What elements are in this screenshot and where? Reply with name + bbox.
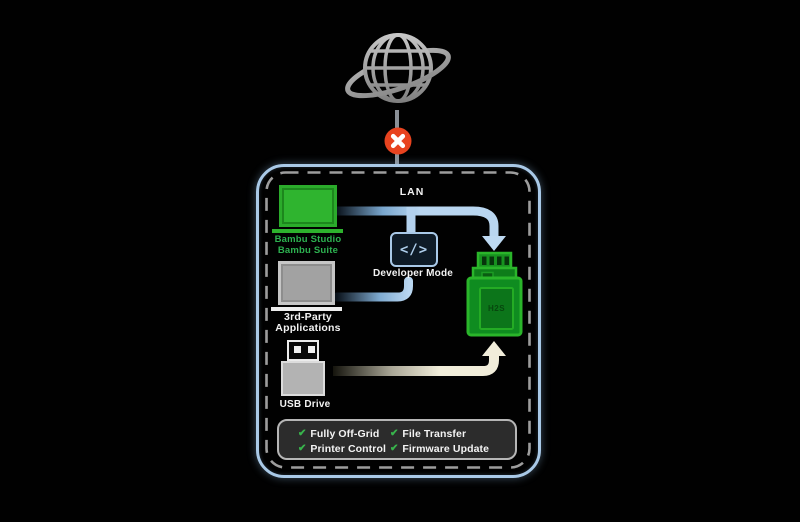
feature-item: ✔ Printer Control <box>298 443 390 455</box>
lan-label: LAN <box>399 186 425 198</box>
developer-mode-label: Developer Mode <box>372 268 454 279</box>
usb-pin-icon <box>308 346 315 353</box>
offline-boundary <box>256 164 541 478</box>
feature-label: File Transfer <box>402 427 467 440</box>
feature-label: Fully Off-Grid <box>310 427 380 440</box>
bambu-label-line2: Bambu Suite <box>277 244 339 256</box>
feature-label: Firmware Update <box>402 442 490 455</box>
usb-pin-icon <box>294 346 301 353</box>
third-party-label-line1: 3rd-Party <box>284 311 332 323</box>
bambu-label-line1: Bambu Studio <box>274 234 342 245</box>
feature-item: ✔ File Transfer <box>390 428 515 440</box>
developer-mode-box: </> <box>390 232 438 267</box>
bambu-monitor-base <box>272 229 343 233</box>
check-icon: ✔ <box>390 443 399 454</box>
third-party-monitor-icon <box>278 261 335 305</box>
printer-icon: H2S <box>466 251 523 337</box>
features-panel: ✔ Fully Off-Grid ✔ File Transfer ✔ Print… <box>277 419 517 460</box>
printer-model-label: H2S <box>488 304 505 313</box>
internet-blocked-icon <box>384 127 412 155</box>
bambu-software-label: Bambu Studio Bambu Suite <box>247 234 369 256</box>
code-icon: </> <box>399 241 429 258</box>
usb-drive-label: USB Drive <box>279 399 331 410</box>
check-icon: ✔ <box>298 428 307 439</box>
bambu-software-monitor-icon <box>279 185 337 227</box>
third-party-monitor-base <box>271 307 342 311</box>
usb-drive-body <box>281 361 325 396</box>
check-icon: ✔ <box>390 428 399 439</box>
feature-label: Printer Control <box>310 442 386 455</box>
feature-item: ✔ Firmware Update <box>390 443 515 455</box>
globe-icon <box>345 33 451 103</box>
check-icon: ✔ <box>298 443 307 454</box>
third-party-label: 3rd-Party Applications <box>247 312 369 334</box>
usb-drive-icon <box>287 340 319 361</box>
third-party-label-line2: Applications <box>275 322 341 334</box>
feature-item: ✔ Fully Off-Grid <box>298 428 390 440</box>
